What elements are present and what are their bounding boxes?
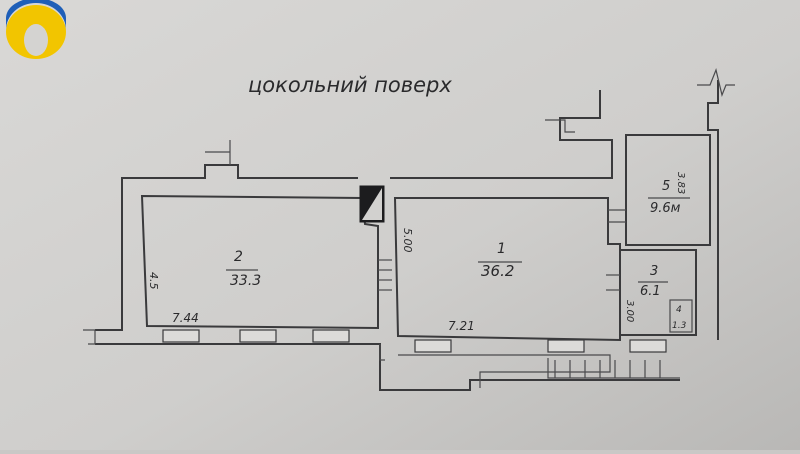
room-2-width-dimension: 7.44 <box>172 311 199 325</box>
room-1-area: 36.2 <box>481 262 514 280</box>
room-2-area: 33.3 <box>230 273 261 289</box>
room-1-number: 1 <box>497 241 506 257</box>
room-3-number: 3 <box>650 264 658 279</box>
windows <box>162 329 667 353</box>
room-5-height-dimension: 3.83 <box>675 172 686 194</box>
outer-walls <box>95 80 719 391</box>
floor-title: цокольний поверх <box>248 73 452 97</box>
agency-logo <box>6 0 66 59</box>
room-2-number: 2 <box>234 249 243 265</box>
room-5-number: 5 <box>662 179 670 194</box>
room-4-box <box>669 299 693 333</box>
room-5-area: 9.6м <box>650 201 681 216</box>
shaft-symbol <box>359 185 385 223</box>
room-1-height-dimension: 5.00 <box>401 228 414 253</box>
entrance-marks <box>83 68 735 345</box>
room-4-number: 4 <box>676 305 682 315</box>
room-2-height-dimension: 4.5 <box>147 272 160 290</box>
room-1-width-dimension: 7.21 <box>448 319 475 333</box>
room-3-height-dimension: 3.00 <box>624 300 635 322</box>
door-marks <box>378 209 626 291</box>
room-3-area: 6.1 <box>640 284 661 299</box>
room-4-area: 1.3 <box>672 321 687 331</box>
